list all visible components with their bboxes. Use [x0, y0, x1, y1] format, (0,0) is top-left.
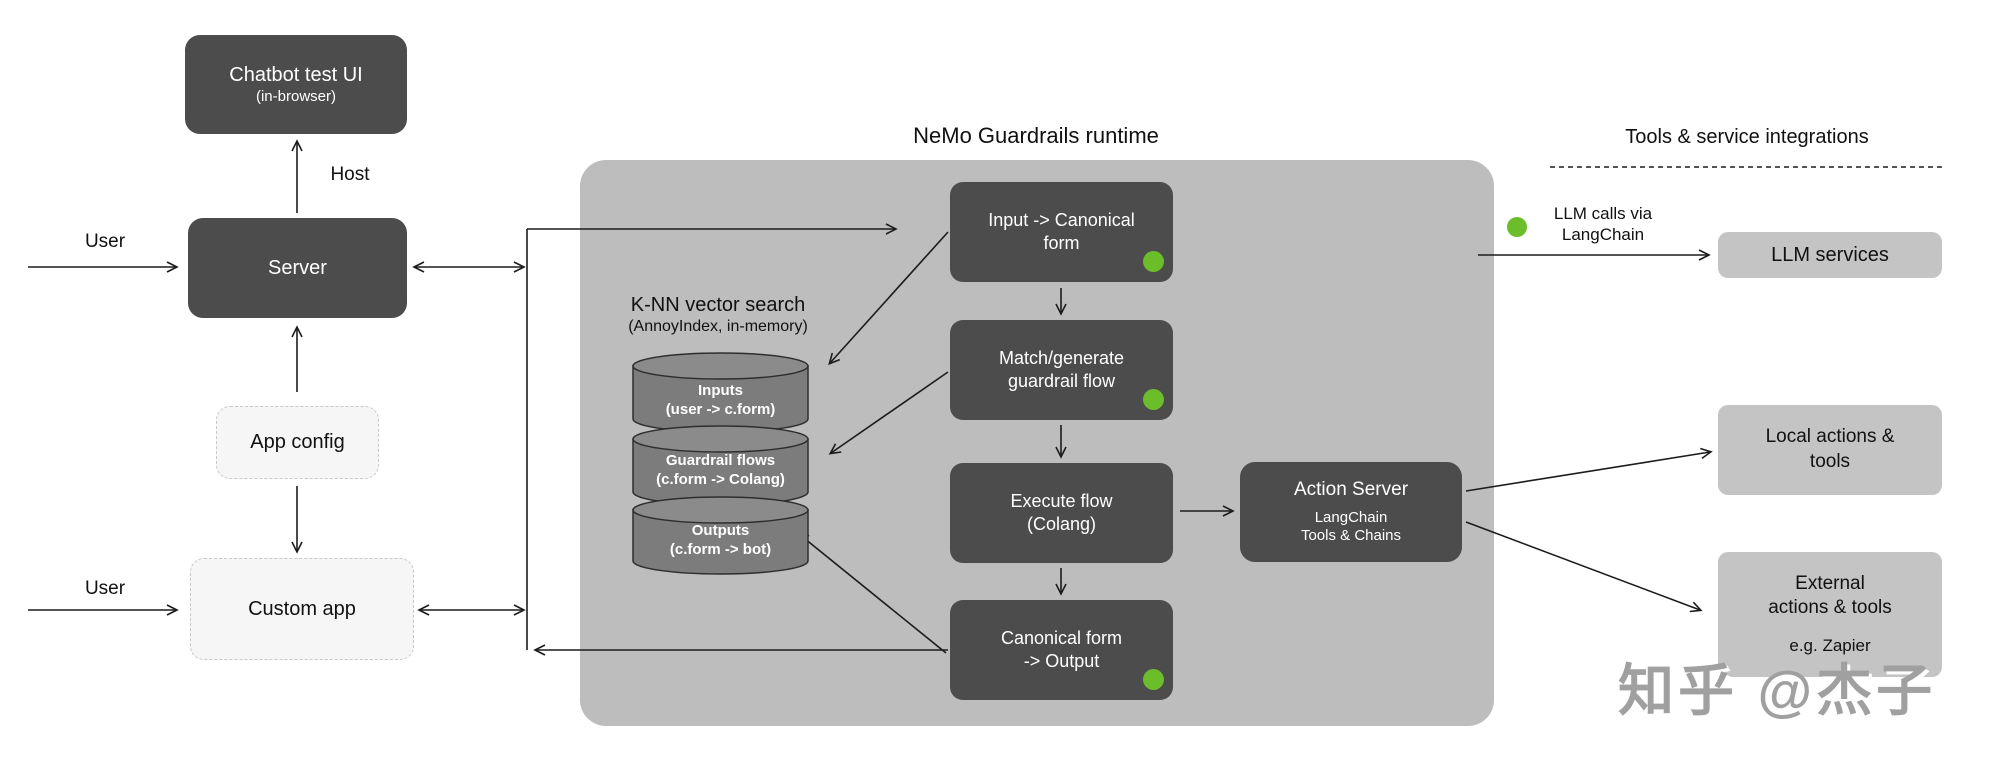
process-label-line1: Canonical form [1000, 627, 1123, 648]
action-server-sub2: Tools & Chains [1300, 527, 1402, 545]
arrow-actionserver-to-local [1465, 447, 1713, 492]
outputs-cylinder-line2: (c.form -> bot) [669, 541, 772, 558]
inputs-cylinder-top [632, 352, 809, 380]
inputs-cylinder-label: Inputs (user -> c.form) [633, 381, 808, 419]
green-status-dot [1143, 251, 1164, 272]
process-box-match-generate: Match/generate guardrail flow [950, 320, 1173, 420]
llm-calls-line1: LLM calls via [1553, 204, 1653, 223]
guardrail-cylinder-line2: (c.form -> Colang) [656, 471, 785, 488]
process-label-line2: guardrail flow [1007, 371, 1116, 391]
custom-app-box: Custom app [190, 558, 414, 660]
server-box-label: Server [268, 256, 327, 279]
external-actions-note: e.g. Zapier [1789, 636, 1871, 656]
arrow-actionserver-to-external [1465, 521, 1703, 613]
guardrail-cylinder-label: Guardrail flows (c.form -> Colang) [633, 451, 808, 489]
process-box-label: Execute flow (Colang) [1010, 490, 1112, 537]
knn-label-line2: (AnnoyIndex, in-memory) [628, 318, 808, 335]
process-box-input-canonical: Input -> Canonical form [950, 182, 1173, 282]
action-server-title: Action Server [1293, 478, 1409, 500]
llm-services-label: LLM services [1771, 244, 1889, 266]
process-label-line2: (Colang) [1026, 514, 1097, 534]
outputs-cylinder-label: Outputs (c.form -> bot) [633, 521, 808, 559]
inputs-cylinder-line2: (user -> c.form) [665, 401, 776, 418]
host-label: Host [330, 164, 370, 185]
custom-app-label: Custom app [248, 597, 356, 620]
llm-services-box: LLM services [1718, 232, 1942, 278]
knn-label-line1: K-NN vector search [630, 294, 806, 316]
local-actions-line1: Local actions & [1765, 426, 1895, 448]
chatbot-box-subtitle: (in-browser) [255, 87, 336, 105]
user-label-top: User [84, 231, 126, 252]
app-config-box: App config [216, 406, 379, 479]
outputs-cylinder-top [632, 496, 809, 524]
user-label-bottom: User [84, 578, 126, 599]
process-box-canonical-output: Canonical form -> Output [950, 600, 1173, 700]
outputs-cylinder-line1: Outputs [691, 522, 750, 539]
guardrail-cylinder-line1: Guardrail flows [665, 452, 776, 469]
arrow-canonical-to-outputs-cylinder [796, 532, 947, 654]
arrow-match-to-guardrail-cylinder [828, 371, 949, 455]
process-box-label: Match/generate guardrail flow [999, 347, 1124, 394]
process-label-line2: form [1043, 233, 1080, 253]
external-actions-line2: actions & tools [1768, 597, 1892, 619]
llm-calls-label: LLM calls via LangChain [1528, 203, 1678, 246]
server-box: Server [188, 218, 407, 318]
outputs-cylinder-body [632, 509, 809, 575]
process-box-label: Input -> Canonical form [988, 209, 1135, 256]
zhihu-watermark: 知乎 @杰子 [1618, 659, 1937, 722]
action-server-sub1: LangChain [1314, 508, 1388, 526]
action-server-box: Action Server LangChain Tools & Chains [1240, 462, 1462, 562]
process-label-line1: Match/generate [998, 347, 1125, 368]
local-actions-line2: tools [1809, 451, 1851, 472]
process-box-execute-flow: Execute flow (Colang) [950, 463, 1173, 563]
knn-cylinder-stack [632, 352, 809, 575]
external-actions-line1: External [1795, 572, 1865, 594]
runtime-title: NeMo Guardrails runtime [913, 123, 1159, 148]
app-config-label: App config [250, 431, 345, 453]
process-label-line1: Input -> Canonical [988, 209, 1135, 230]
local-actions-box: Local actions & tools [1718, 405, 1942, 495]
guardrail-cylinder-top [632, 425, 809, 453]
external-actions-box: External actions & tools e.g. Zapier [1718, 552, 1942, 677]
arrow-input-to-inputs-cylinder [828, 231, 949, 366]
tools-integrations-title: Tools & service integrations [1625, 126, 1869, 148]
inputs-cylinder-line1: Inputs [698, 382, 743, 399]
knn-vector-search-label: K-NN vector search (AnnoyIndex, in-memor… [592, 293, 844, 336]
process-box-label: Canonical form -> Output [1001, 627, 1122, 674]
chatbot-box-title: Chatbot test UI [229, 63, 363, 86]
green-status-dot [1143, 669, 1164, 690]
green-llm-dot [1507, 217, 1527, 237]
process-label-line2: -> Output [1023, 651, 1100, 671]
process-label-line1: Execute flow [1010, 490, 1113, 511]
green-status-dot [1143, 389, 1164, 410]
chatbot-test-ui-box: Chatbot test UI (in-browser) [185, 35, 407, 134]
llm-calls-line2: LangChain [1561, 225, 1645, 245]
